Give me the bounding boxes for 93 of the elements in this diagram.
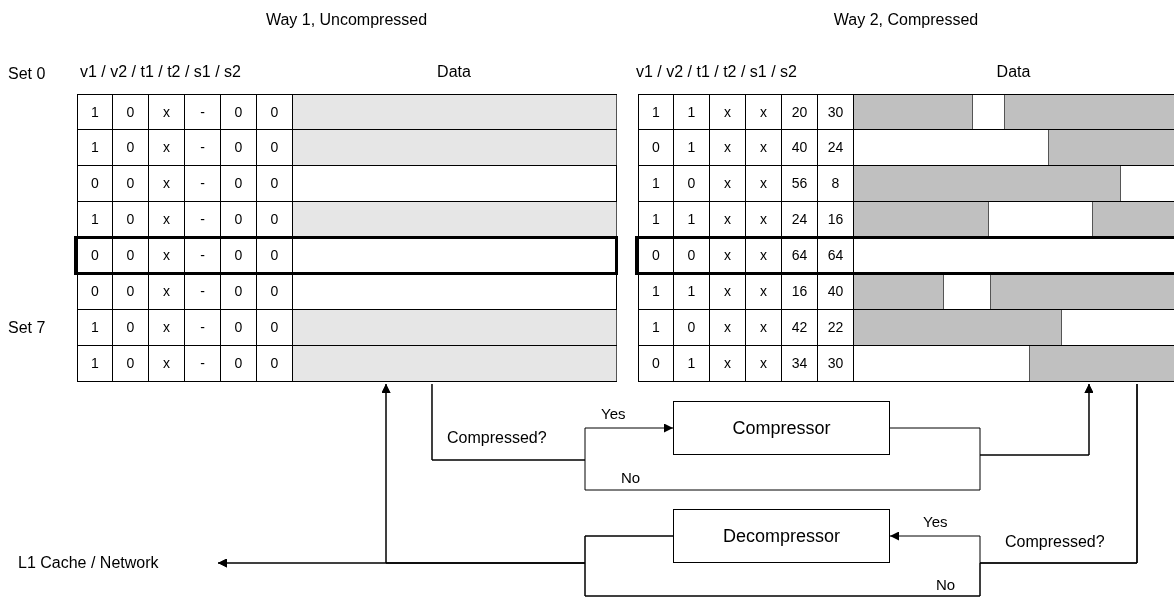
table-cell: x [149,166,185,202]
table-cell: 0 [638,346,674,382]
connector-arrow [889,383,1094,456]
table-cell: 0 [257,130,293,166]
table-cell: 0 [221,274,257,310]
table-cell: 0 [221,130,257,166]
way-heading: Way 2, Compressed [832,10,980,30]
table-cell: - [185,94,221,130]
table-cell: 0 [221,346,257,382]
table-cell: 1 [638,94,674,130]
table-cell: 0 [221,166,257,202]
process-box: Decompressor [673,509,890,563]
table-cell: 1 [77,346,113,382]
table-cell: 8 [818,166,854,202]
table-cell: x [746,166,782,202]
table-cell: 0 [113,166,149,202]
column-header: Data [995,62,1032,82]
table-cell: 1 [674,94,710,130]
table-cell: 40 [818,274,854,310]
table-cell: 1 [638,274,674,310]
table-cell: 0 [674,310,710,346]
edge-label: Yes [600,406,627,421]
table-cell: 42 [782,310,818,346]
table-cell: x [710,166,746,202]
table-cell: 1 [638,310,674,346]
table-cell: x [710,274,746,310]
table-cell: 34 [782,346,818,382]
table-cell: - [185,166,221,202]
row-label: Set 7 [8,318,46,338]
table-cell: x [746,346,782,382]
table-cell: x [746,130,782,166]
table-cell: 0 [674,166,710,202]
table-cell: 1 [77,310,113,346]
table-cell: 1 [638,166,674,202]
table-cell: 0 [257,346,293,382]
table-cell: 22 [818,310,854,346]
table-cell: 0 [221,94,257,130]
connector-arrow [381,383,1138,597]
condition-label: Compressed? [447,428,547,448]
table-cell: 1 [674,130,710,166]
table-cell: x [710,346,746,382]
condition-label: Compressed? [1005,532,1105,552]
table-cell: 0 [257,94,293,130]
table-cell: - [185,346,221,382]
table-cell: 1 [77,94,113,130]
table-cell: 0 [77,166,113,202]
table-cell: 1 [77,202,113,238]
table-cell: 0 [257,310,293,346]
table-cell: x [149,274,185,310]
table-cell: x [149,346,185,382]
table-cell: 0 [113,274,149,310]
destination-label: L1 Cache / Network [18,552,218,574]
table-cell: x [710,94,746,130]
table-cell: x [710,130,746,166]
table-cell: 0 [221,310,257,346]
table-cell: - [185,274,221,310]
edge-label: No [935,577,957,592]
table-cell: x [710,310,746,346]
table-cell: x [149,94,185,130]
table-cell: - [185,130,221,166]
table-cell: 20 [782,94,818,130]
table-cell: x [746,274,782,310]
table-cell: 0 [257,274,293,310]
column-header: v1 / v2 / t1 / t2 / s1 / s2 [80,62,241,82]
table-cell: 0 [77,274,113,310]
table-cell: 16 [782,274,818,310]
table-cell: 30 [818,94,854,130]
table-cell: - [185,310,221,346]
table-cell: 0 [113,130,149,166]
row-label: Set 0 [8,64,46,84]
table-cell: 0 [113,94,149,130]
edge-label: No [620,470,642,485]
table-cell: x [149,130,185,166]
way-heading: Way 1, Uncompressed [264,10,429,30]
table-cell: 40 [782,130,818,166]
column-header: Data [436,62,472,82]
table-cell: 0 [113,310,149,346]
table-cell: 0 [638,130,674,166]
table-cell: x [746,94,782,130]
table-cell: 1 [674,346,710,382]
table-cell: x [149,310,185,346]
table-cell: 1 [638,202,674,238]
table-cell: 24 [818,130,854,166]
table-cell: 0 [113,346,149,382]
table-cell: 30 [818,346,854,382]
column-header: v1 / v2 / t1 / t2 / s1 / s2 [636,62,797,82]
table-cell: x [746,310,782,346]
table-cell: 56 [782,166,818,202]
table-cell: 1 [77,130,113,166]
process-box: Compressor [673,401,890,455]
table-cell: 1 [674,274,710,310]
edge-label: Yes [922,514,949,529]
table-cell: 0 [257,166,293,202]
